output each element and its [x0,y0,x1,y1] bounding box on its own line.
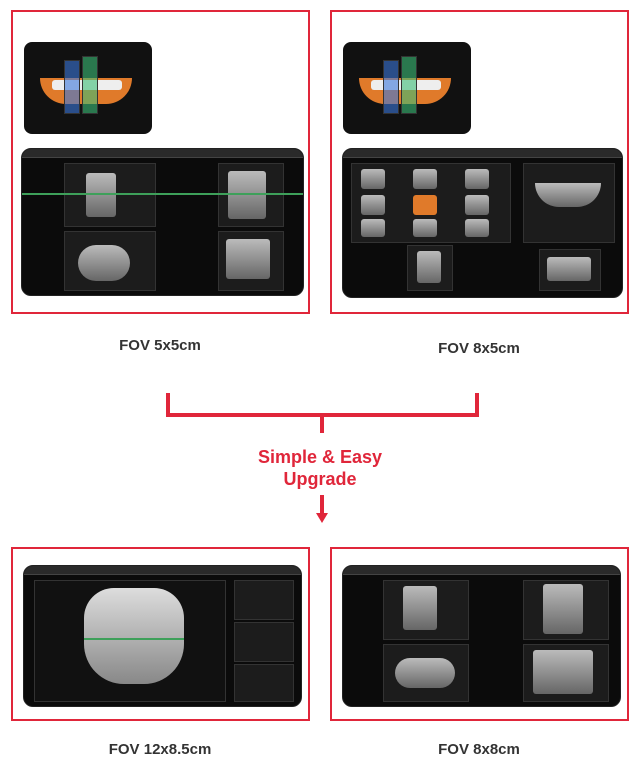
arch-ring [395,658,455,688]
skull-profile [543,584,583,634]
slice-cell [413,169,437,189]
slice-cell [413,219,437,237]
slice-plane-blue [64,60,80,114]
viewer-screenshot [21,148,304,296]
bracket-bottom [166,413,479,417]
teeth-volume [533,650,593,694]
arrow-shaft [320,495,324,515]
jaw-3d-thumbnail [343,42,471,134]
tooth-slice [228,171,266,219]
slice-cell [465,195,489,215]
caption-fov-5x5: FOV 5x5cm [119,337,201,354]
slice-plane-green [401,56,417,114]
viewer-toolbar [343,566,620,575]
viewer-screenshot [23,565,302,707]
arrow-down-icon [316,513,328,523]
slice-cell [361,219,385,237]
teeth-volume [547,257,591,281]
side-view-3 [234,664,294,702]
bracket-stem [320,417,324,433]
viewer-toolbar [24,566,301,575]
viewer-screenshot [342,148,623,298]
viewer-toolbar [343,149,622,158]
tooth-slice [86,173,116,217]
bracket-right [475,393,479,417]
fov-8x8-panel [330,547,629,721]
bracket-left [166,393,170,417]
slice-plane-green [82,56,98,114]
fov-8x5-panel [330,10,629,314]
upgrade-label: Simple & Easy Upgrade [220,446,420,490]
caption-fov-8x5: FOV 8x5cm [438,340,520,357]
skull-render [84,588,184,684]
side-view-2 [234,622,294,662]
slice-cell [361,169,385,189]
crosshair-line [22,193,303,195]
jaw-slice [78,245,130,281]
slice-cell [465,169,489,189]
viewer-screenshot [342,565,621,707]
slice-cell [413,195,437,215]
fov-5x5-panel [11,10,310,314]
upgrade-line-2: Upgrade [283,469,357,489]
slice-cell [361,195,385,215]
fov-12x8.5-panel [11,547,310,721]
slice-plane-blue [383,60,399,114]
caption-fov-8x8: FOV 8x8cm [438,741,520,758]
arch-curve [535,183,601,207]
tooth-slice [403,586,437,630]
viewer-toolbar [22,149,303,158]
tooth-slice [417,251,441,283]
caption-fov-12x8.5: FOV 12x8.5cm [108,741,212,758]
upgrade-line-1: Simple & Easy [257,447,383,467]
side-view-1 [234,580,294,620]
occlusal-line [84,638,184,640]
teeth-volume [226,239,270,279]
jaw-3d-thumbnail [24,42,152,134]
slice-cell [465,219,489,237]
